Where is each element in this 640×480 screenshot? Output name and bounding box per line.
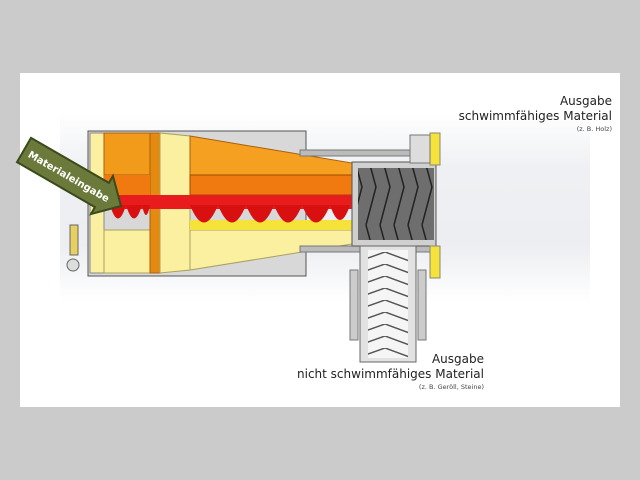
screw-conveyor	[110, 195, 352, 223]
float-output-example: (z. B. Holz)	[576, 125, 612, 133]
sink-output-example: (z. B. Geröll, Steine)	[418, 383, 484, 391]
sink-output-subtitle: nicht schwimmfähiges Material	[297, 367, 484, 381]
float-output-title: Ausgabe	[559, 94, 612, 108]
float-output-subtitle: schwimmfähiges Material	[458, 109, 612, 123]
sink-output-label: Ausgabe nicht schwimmfähiges Material (z…	[297, 352, 484, 392]
sink-conveyor	[349, 245, 427, 363]
float-conveyor	[351, 132, 441, 279]
sink-output-title: Ausgabe	[431, 352, 484, 366]
drain-valve	[66, 258, 80, 272]
valve-fitting	[69, 224, 79, 256]
float-output-label: Ausgabe schwimmfähiges Material (z. B. H…	[459, 94, 612, 134]
